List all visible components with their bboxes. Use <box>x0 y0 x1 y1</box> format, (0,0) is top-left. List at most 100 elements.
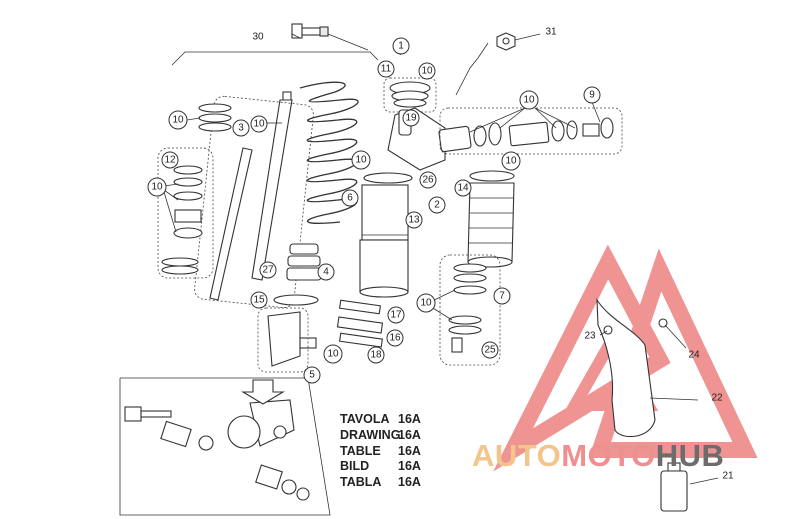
assembly-bracket-right <box>455 42 489 96</box>
label-30: 30 <box>252 32 264 43</box>
svg-text:10: 10 <box>421 66 433 77</box>
callout-11: 11 <box>377 60 395 78</box>
label-24: 24 <box>688 350 700 361</box>
svg-text:10: 10 <box>505 156 517 167</box>
shaft-drawing <box>194 91 314 309</box>
svg-text:7: 7 <box>499 291 505 302</box>
bump-stop-drawing <box>273 243 322 306</box>
label-23: 23 <box>584 331 596 342</box>
legend-value: 16A <box>398 475 421 490</box>
svg-text:12: 12 <box>164 155 176 166</box>
upper-mount-drawing <box>383 77 437 113</box>
callout-27: 27 <box>259 261 277 279</box>
legend-value: 16A <box>398 443 421 458</box>
svg-text:15: 15 <box>253 295 265 306</box>
svg-text:10: 10 <box>523 95 535 106</box>
callout-10h: 10 <box>416 293 436 313</box>
label-31: 31 <box>545 27 557 38</box>
svg-text:10: 10 <box>355 155 367 166</box>
svg-text:22: 22 <box>711 393 723 404</box>
legend-value: 16A <box>398 459 421 474</box>
watermark-text-moto: MOTO <box>561 438 656 473</box>
callout-10g: 10 <box>501 151 521 171</box>
svg-text:4: 4 <box>323 267 329 278</box>
svg-text:23: 23 <box>584 331 596 342</box>
legend-value: 16A <box>398 412 421 426</box>
callout-14: 14 <box>454 179 472 197</box>
plates-drawing <box>336 299 384 348</box>
legend-key: TAVOLA <box>340 412 390 426</box>
svg-text:10: 10 <box>151 182 163 193</box>
nut-31-drawing <box>496 32 516 51</box>
label-21: 21 <box>722 471 734 482</box>
svg-text:19: 19 <box>405 113 417 124</box>
svg-text:2: 2 <box>434 200 440 211</box>
svg-text:13: 13 <box>408 215 420 226</box>
bolt-30-drawing <box>291 23 369 51</box>
svg-text:10: 10 <box>253 119 265 130</box>
callout-10d: 10 <box>147 177 167 197</box>
svg-text:30: 30 <box>252 32 264 43</box>
svg-text:3: 3 <box>238 123 244 134</box>
legend-key: TABLE <box>340 443 381 458</box>
legend-row: TABLA 16A <box>340 475 421 491</box>
left-stack-drawing <box>157 103 232 279</box>
svg-text:14: 14 <box>457 183 469 194</box>
guard-drawing <box>596 298 668 438</box>
callout-25: 25 <box>481 341 499 359</box>
svg-text:21: 21 <box>722 471 734 482</box>
svg-text:10: 10 <box>172 115 184 126</box>
callout-10b: 10 <box>168 110 188 130</box>
right-stack-drawing <box>439 254 501 366</box>
callout-10c: 10 <box>250 115 268 133</box>
svg-text:31: 31 <box>545 27 557 38</box>
svg-text:10: 10 <box>327 349 339 360</box>
callout-6: 6 <box>341 189 359 207</box>
svg-text:24: 24 <box>688 350 700 361</box>
legend-key: DRAWING <box>340 427 401 442</box>
callout-16: 16 <box>386 329 404 347</box>
assembly-bracket <box>171 51 379 66</box>
legend-value: 16A <box>398 427 421 442</box>
svg-text:11: 11 <box>381 64 392 75</box>
callout-2: 2 <box>428 196 446 214</box>
watermark-logo-text: AUTOMOTOHUB <box>472 438 724 474</box>
callout-1: 1 <box>392 37 410 55</box>
legend-row: TAVOLA 16A <box>340 412 421 428</box>
callout-10i: 10 <box>323 344 343 364</box>
callout-15: 15 <box>250 291 268 309</box>
callout-10e: 10 <box>519 90 539 110</box>
svg-text:9: 9 <box>589 90 595 101</box>
link-drawing <box>257 307 317 373</box>
callout-10a: 10 <box>418 62 436 80</box>
svg-text:1: 1 <box>398 41 404 52</box>
svg-text:27: 27 <box>262 265 274 276</box>
callout-9: 9 <box>583 86 601 104</box>
watermark-text-hub: HUB <box>655 438 725 473</box>
callout-4: 4 <box>317 263 335 281</box>
svg-text:26: 26 <box>422 175 434 186</box>
svg-text:25: 25 <box>484 345 496 356</box>
svg-text:6: 6 <box>347 193 353 204</box>
callout-3: 3 <box>232 119 250 137</box>
reservoir-drawing <box>438 107 623 155</box>
callout-26: 26 <box>419 171 437 189</box>
legend-row: DRAWING16A <box>340 428 421 444</box>
callout-17: 17 <box>387 306 405 324</box>
callout-18: 18 <box>367 346 385 364</box>
callout-19: 19 <box>402 109 420 127</box>
svg-text:10: 10 <box>420 298 432 309</box>
svg-text:17: 17 <box>390 310 402 321</box>
detail-inset-drawing <box>119 377 331 516</box>
boot-drawing <box>467 170 515 268</box>
callout-10f: 10 <box>351 150 371 170</box>
legend-key: TABLA <box>340 475 382 490</box>
callout-5: 5 <box>303 366 321 384</box>
callout-7: 7 <box>493 287 511 305</box>
label-22: 22 <box>711 393 723 404</box>
shock-body-drawing <box>359 107 446 298</box>
watermark-text-auto: AUTO <box>472 438 562 473</box>
